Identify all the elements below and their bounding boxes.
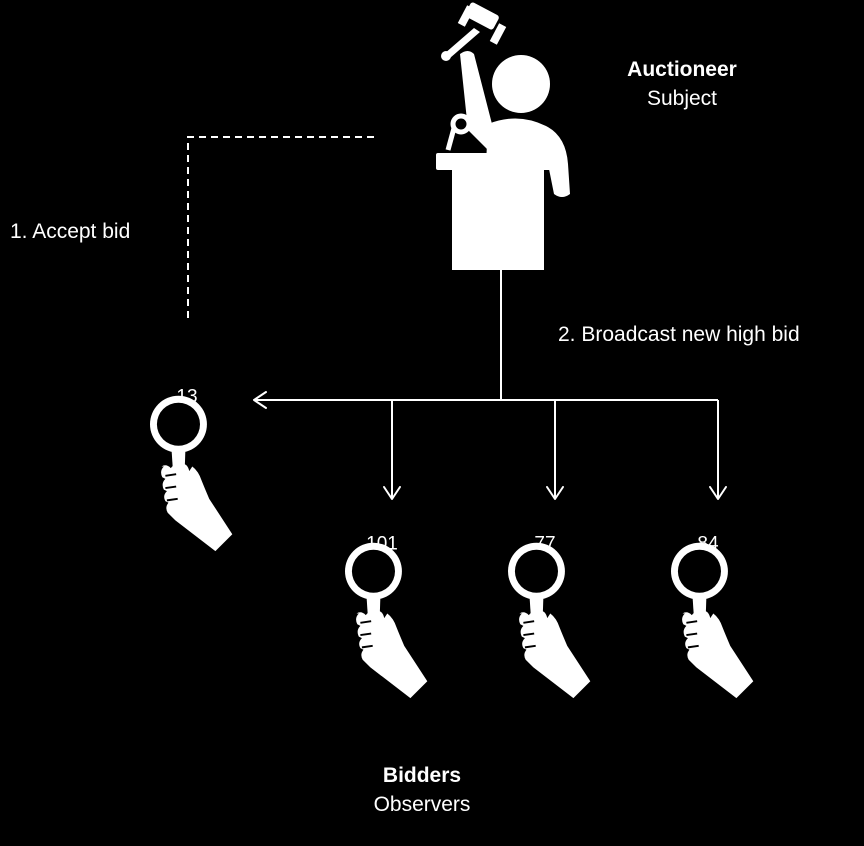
arrow-to-bidder-101 — [383, 486, 401, 500]
auctioneer-icon — [436, 2, 570, 270]
arrow-to-bidder-84 — [709, 486, 727, 500]
winning-bidder-paddle-icon: 13 — [150, 387, 234, 553]
bidder-paddle-77-icon: 77 — [508, 534, 592, 700]
bidders-role: Observers — [373, 793, 471, 816]
bidders-title: Bidders — [382, 764, 462, 787]
arrow-to-bidder-77 — [546, 486, 564, 500]
step-broadcast-label: 2. Broadcast new high bid — [558, 323, 800, 346]
paddle-number-77: 77 — [534, 534, 555, 555]
paddle-number-101: 101 — [366, 534, 398, 555]
paddle-number-13: 13 — [176, 387, 197, 408]
accept-bid-dashed-line — [187, 136, 374, 318]
bidder-paddle-101-icon: 101 — [345, 534, 429, 700]
broadcast-connector-lines — [254, 270, 719, 498]
auctioneer-title: Auctioneer — [627, 58, 737, 81]
step-accept-bid-label: 1. Accept bid — [10, 220, 131, 243]
auctioneer-role: Subject — [646, 87, 718, 110]
arrow-to-winner — [253, 391, 267, 409]
paddle-number-84: 84 — [697, 534, 719, 555]
bidder-paddle-84-icon: 84 — [671, 534, 755, 700]
arrowheads — [253, 391, 727, 500]
